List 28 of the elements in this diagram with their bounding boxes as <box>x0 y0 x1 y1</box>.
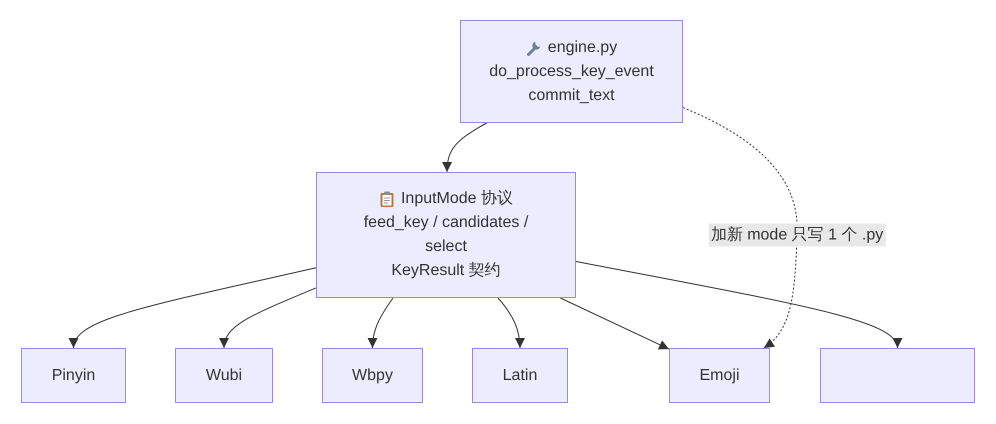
process-box <box>175 348 273 403</box>
node-label: feed_key / candidates / select <box>362 213 530 257</box>
arrow <box>576 260 900 348</box>
process-box <box>322 348 423 403</box>
node-label: Wubi <box>206 366 242 386</box>
process-box <box>669 348 770 403</box>
arrow <box>560 298 670 350</box>
edge-label: 加新 mode 只写 1 个 .py <box>708 224 886 246</box>
process-box <box>472 348 568 403</box>
node-label: engine.py <box>548 38 618 58</box>
node-label: Wbpy <box>352 366 393 386</box>
process-box <box>820 348 975 403</box>
arrow <box>442 122 488 172</box>
arrow <box>220 287 316 348</box>
node-label: commit_text <box>528 86 615 106</box>
node-label: KeyResult 契约 <box>391 260 501 281</box>
process-box <box>21 348 126 403</box>
arrow <box>368 298 394 348</box>
arrow <box>498 298 525 348</box>
node-label: do_process_key_event <box>489 62 654 82</box>
dashed-arrow <box>682 107 798 348</box>
arrow <box>70 267 316 348</box>
node-label: Emoji <box>699 366 740 386</box>
node-label: Latin <box>502 366 538 386</box>
process-box <box>316 172 576 298</box>
process-box <box>460 20 683 123</box>
node-label: Pinyin <box>52 366 96 386</box>
node-label: InputMode 协议 <box>400 188 514 209</box>
